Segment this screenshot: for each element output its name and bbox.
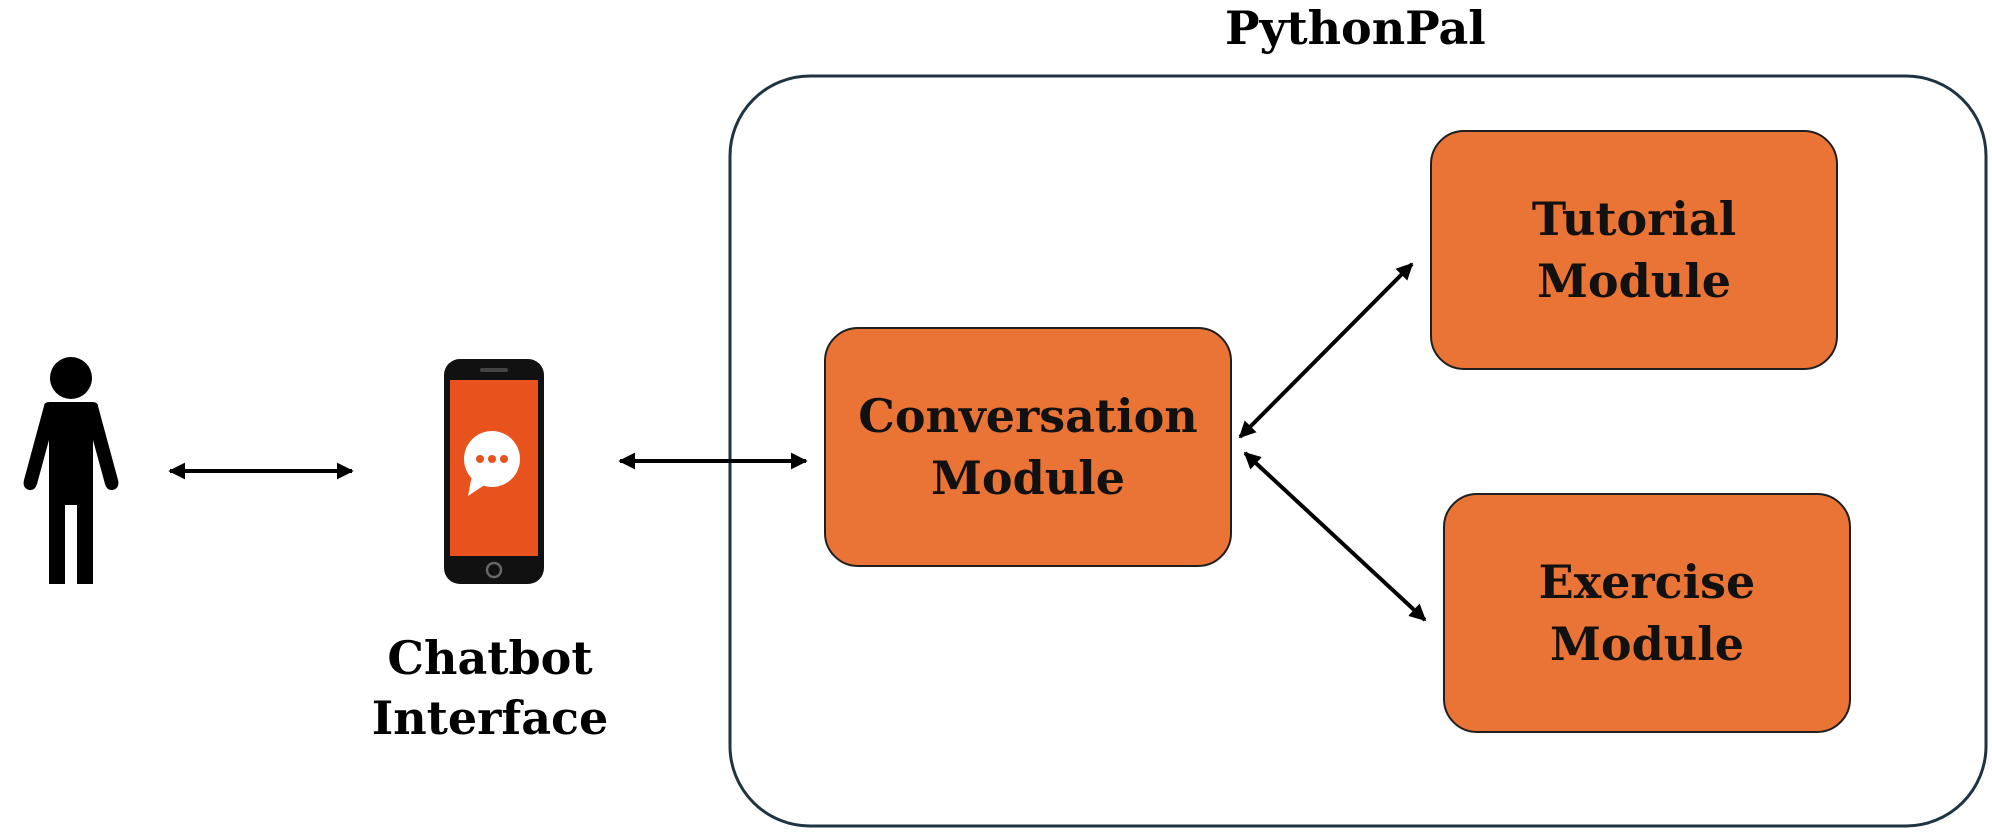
chatbot-label-line1: Chatbot <box>387 631 593 685</box>
exercise-module-line2: Module <box>1550 617 1744 671</box>
system-boundary <box>728 74 1988 828</box>
chatbot-label-line2: Interface <box>371 691 609 745</box>
exercise-module-line1: Exercise <box>1538 555 1756 609</box>
system-title: PythonPal <box>1225 1 1486 55</box>
conversation-module: Conversation Module <box>824 327 1232 567</box>
tutorial-module-line1: Tutorial <box>1531 192 1737 246</box>
conversation-module-line1: Conversation <box>858 389 1198 443</box>
arrow-conversation-tutorial <box>1238 262 1414 439</box>
smartphone-chat-icon <box>444 359 544 584</box>
arrow-conversation-exercise <box>1243 451 1427 622</box>
conversation-module-line2: Module <box>931 451 1125 505</box>
tutorial-module-line2: Module <box>1537 254 1731 308</box>
chatbot-interface-label: Chatbot Interface <box>330 628 650 748</box>
person-icon <box>23 357 119 584</box>
exercise-module: Exercise Module <box>1443 493 1851 733</box>
tutorial-module: Tutorial Module <box>1430 130 1838 370</box>
